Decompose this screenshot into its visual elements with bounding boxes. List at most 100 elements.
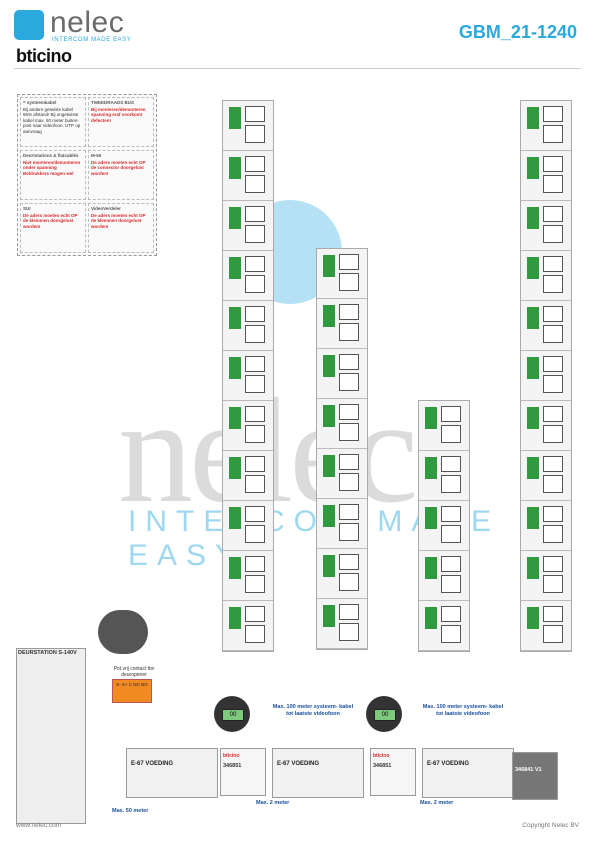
note-max-2-b: Max. 2 meter	[420, 800, 454, 806]
videophone-unit	[317, 499, 367, 549]
videophone-unit	[521, 251, 571, 301]
legend-panel: = systeemkabel Bij andere getwiste kabel…	[17, 94, 157, 256]
videophone-unit	[223, 551, 273, 601]
terminal-icon	[527, 257, 539, 279]
terminal-icon	[229, 557, 241, 579]
terminal-icon	[323, 505, 335, 527]
address-block-icon	[245, 525, 265, 543]
monitor-icon	[543, 306, 563, 322]
terminal-icon	[527, 607, 539, 629]
terminal-icon	[229, 457, 241, 479]
monitor-icon	[339, 604, 359, 620]
terminal-icon	[527, 157, 539, 179]
brand-tagline: INTERCOM MADE EASY	[52, 37, 132, 43]
address-block-icon	[339, 423, 359, 441]
terminal-icon	[229, 507, 241, 529]
address-block-icon	[543, 375, 563, 393]
terminal-icon	[527, 407, 539, 429]
terminal-icon	[229, 157, 241, 179]
monitor-icon	[543, 256, 563, 272]
terminal-icon	[527, 357, 539, 379]
monitor-icon	[245, 106, 265, 122]
address-knob-1-icon: 00	[214, 696, 250, 732]
videophone-unit	[419, 501, 469, 551]
monitor-icon	[245, 506, 265, 522]
contact-terminal-block: S- S+ C NC NO	[112, 679, 152, 703]
note-max-100-a: Max. 100 meter systeem- kabel tot laatst…	[272, 704, 354, 717]
terminal-icon	[425, 507, 437, 529]
legend-video-distributor: VideoVerdeler De aders moeten echt OP de…	[88, 203, 154, 253]
riser-3	[418, 400, 470, 652]
terminal-icon	[527, 507, 539, 529]
monitor-icon	[441, 606, 461, 622]
psu-3: E-67 VOEDING	[422, 748, 514, 798]
monitor-icon	[543, 506, 563, 522]
address-block-icon	[441, 475, 461, 493]
terminal-icon	[229, 607, 241, 629]
riser-1	[222, 100, 274, 652]
door-station-label: DEURSTATION S-140V	[18, 650, 77, 656]
address-block-icon	[245, 175, 265, 193]
psu-1: E-67 VOEDING	[126, 748, 218, 798]
terminal-icon	[425, 457, 437, 479]
videophone-unit	[521, 201, 571, 251]
videophone-unit	[521, 351, 571, 401]
monitor-icon	[339, 454, 359, 470]
videophone-unit	[317, 299, 367, 349]
address-knob-2-icon: 00	[366, 696, 402, 732]
address-block-icon	[245, 325, 265, 343]
videophone-unit	[223, 101, 273, 151]
monitor-icon	[441, 406, 461, 422]
address-block-icon	[543, 225, 563, 243]
terminal-icon	[527, 107, 539, 129]
address-block-icon	[441, 525, 461, 543]
terminal-icon	[323, 405, 335, 427]
riser-4	[520, 100, 572, 652]
address-block-icon	[543, 175, 563, 193]
videophone-unit	[317, 349, 367, 399]
partner-logo: bticino	[16, 46, 72, 66]
terminal-icon	[323, 355, 335, 377]
videophone-unit	[317, 549, 367, 599]
terminal-icon	[229, 307, 241, 329]
document-title: GBM_21-1240	[458, 22, 577, 42]
legend-m50: M-50 De aders moeten echt OP de connecto…	[88, 150, 154, 200]
videophone-unit	[223, 251, 273, 301]
psu-2: E-67 VOEDING	[272, 748, 364, 798]
address-block-icon	[245, 125, 265, 143]
address-block-icon	[339, 323, 359, 341]
legend-door-station: Deurtstations & flatcablés Niet monteren…	[20, 150, 86, 200]
monitor-icon	[339, 254, 359, 270]
monitor-icon	[245, 556, 265, 572]
monitor-icon	[543, 206, 563, 222]
monitor-icon	[339, 504, 359, 520]
monitor-icon	[245, 406, 265, 422]
monitor-icon	[339, 404, 359, 420]
videophone-unit	[521, 401, 571, 451]
videophone-unit	[521, 301, 571, 351]
videophone-unit	[223, 351, 273, 401]
videophone-unit	[419, 401, 469, 451]
terminal-icon	[425, 407, 437, 429]
video-distributor: 346841 V1	[512, 752, 558, 800]
terminal-icon	[527, 557, 539, 579]
videophone-unit	[223, 601, 273, 651]
address-block-icon	[543, 425, 563, 443]
legend-sui: SUI De aders moeten echt OP de klemmen d…	[20, 203, 86, 253]
videophone-unit	[223, 501, 273, 551]
videophone-unit	[223, 401, 273, 451]
monitor-icon	[245, 306, 265, 322]
monitor-icon	[245, 256, 265, 272]
videophone-unit	[521, 551, 571, 601]
footer-url: www.nelec.com	[16, 822, 62, 829]
videophone-unit	[521, 451, 571, 501]
address-block-icon	[245, 275, 265, 293]
terminal-icon	[229, 407, 241, 429]
videophone-unit	[317, 249, 367, 299]
monitor-icon	[543, 356, 563, 372]
address-block-icon	[245, 425, 265, 443]
terminal-icon	[527, 307, 539, 329]
monitor-icon	[543, 606, 563, 622]
address-block-icon	[543, 525, 563, 543]
monitor-icon	[441, 556, 461, 572]
